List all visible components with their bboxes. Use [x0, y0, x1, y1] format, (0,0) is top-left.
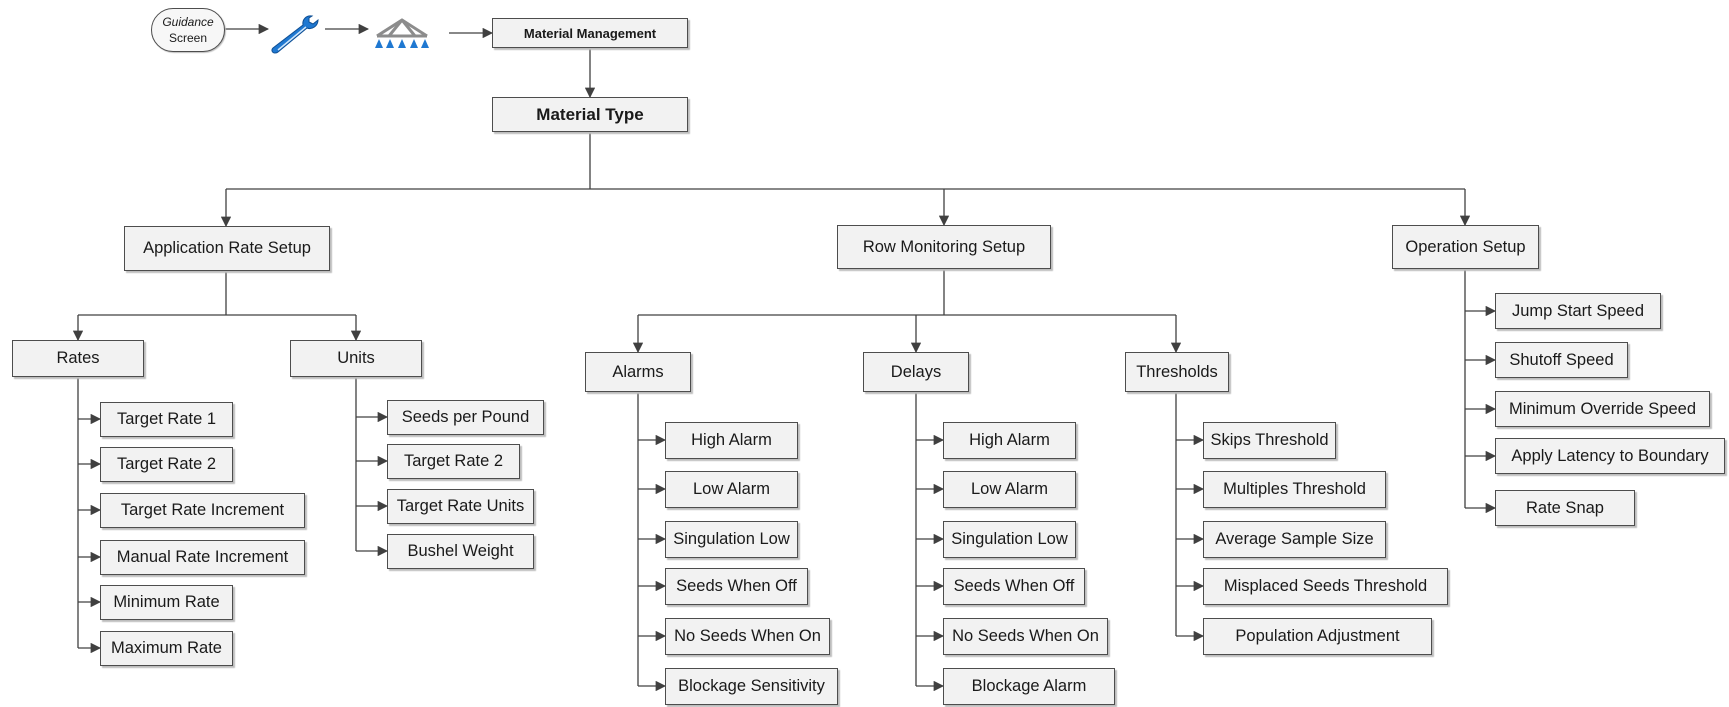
bushel-weight-box: Bushel Weight: [387, 534, 534, 569]
manual-rate-increment-box: Manual Rate Increment: [100, 540, 305, 575]
shutoff-speed-box: Shutoff Speed: [1495, 342, 1628, 378]
minimum-override-speed-box: Minimum Override Speed: [1495, 391, 1710, 427]
alarms-box: Alarms: [585, 352, 691, 392]
implement-boom-icon: [375, 18, 429, 48]
material-type-box: Material Type: [492, 97, 688, 132]
operation-setup-box: Operation Setup: [1392, 225, 1539, 269]
delays-singulation-low-box: Singulation Low: [943, 521, 1076, 558]
target-rate-units-box: Target Rate Units: [387, 489, 534, 524]
units-target-rate-2-box: Target Rate 2: [387, 444, 520, 479]
application-rate-setup-box: Application Rate Setup: [124, 226, 330, 271]
target-rate-1-box: Target Rate 1: [100, 402, 233, 437]
rates-box: Rates: [12, 340, 144, 377]
apply-latency-to-boundary-box: Apply Latency to Boundary: [1495, 438, 1725, 474]
seeds-per-pound-box: Seeds per Pound: [387, 400, 544, 435]
thresholds-box: Thresholds: [1125, 352, 1229, 392]
units-box: Units: [290, 340, 422, 377]
material-management-box: Material Management: [492, 18, 688, 48]
jump-start-speed-box: Jump Start Speed: [1495, 293, 1661, 329]
blockage-alarm-box: Blockage Alarm: [943, 668, 1115, 705]
alarms-singulation-low-box: Singulation Low: [665, 521, 798, 558]
guidance-screen-line1: Guidance: [162, 15, 214, 29]
delays-seeds-when-off-box: Seeds When Off: [943, 568, 1085, 605]
target-rate-increment-box: Target Rate Increment: [100, 493, 305, 528]
delays-no-seeds-when-on-box: No Seeds When On: [943, 618, 1108, 655]
minimum-rate-box: Minimum Rate: [100, 585, 233, 620]
maximum-rate-box: Maximum Rate: [100, 631, 233, 666]
delays-low-alarm-box: Low Alarm: [943, 471, 1076, 508]
guidance-screen-line2: Screen: [168, 31, 208, 45]
skips-threshold-box: Skips Threshold: [1203, 422, 1336, 459]
target-rate-2-box: Target Rate 2: [100, 447, 233, 482]
alarms-no-seeds-when-on-box: No Seeds When On: [665, 618, 830, 655]
guidance-screen-node: Guidance Screen: [151, 8, 225, 52]
alarms-seeds-when-off-box: Seeds When Off: [665, 568, 808, 605]
wrench-icon: [271, 15, 319, 54]
misplaced-seeds-threshold-box: Misplaced Seeds Threshold: [1203, 568, 1448, 605]
alarms-high-alarm-box: High Alarm: [665, 422, 798, 459]
row-monitoring-setup-box: Row Monitoring Setup: [837, 225, 1051, 269]
average-sample-size-box: Average Sample Size: [1203, 521, 1386, 558]
delays-box: Delays: [863, 352, 969, 392]
rate-snap-box: Rate Snap: [1495, 490, 1635, 526]
blockage-sensitivity-box: Blockage Sensitivity: [665, 668, 838, 705]
delays-high-alarm-box: High Alarm: [943, 422, 1076, 459]
alarms-low-alarm-box: Low Alarm: [665, 471, 798, 508]
multiples-threshold-box: Multiples Threshold: [1203, 471, 1386, 508]
population-adjustment-box: Population Adjustment: [1203, 618, 1432, 655]
